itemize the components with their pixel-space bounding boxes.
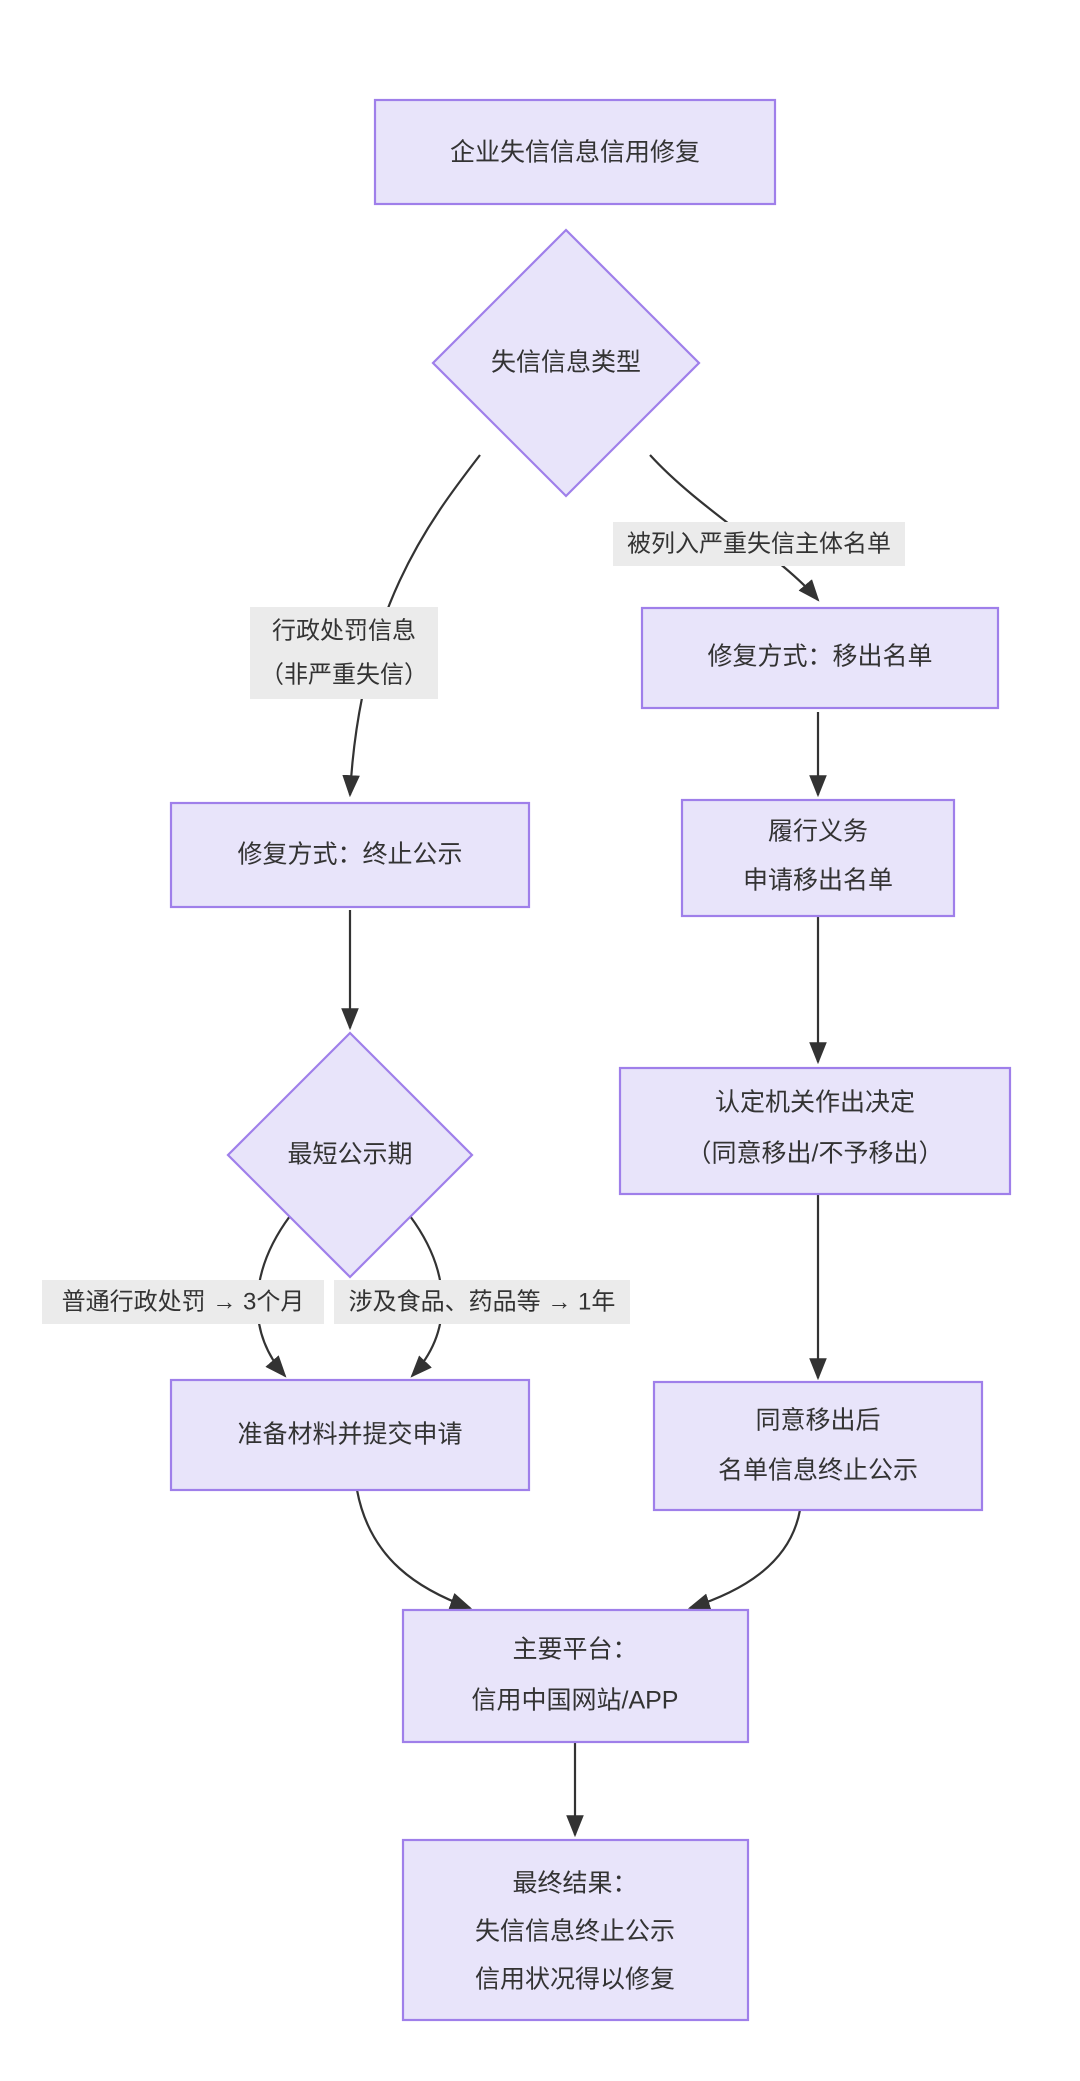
edge-label-normal-penalty: 普通行政处罚 → 3个月	[42, 1280, 324, 1324]
node-prepare-submit[interactable]: 准备材料并提交申请	[169, 1378, 531, 1492]
node-left-method-label-line-0: 修复方式：终止公示	[237, 841, 462, 869]
node-type-decision-label-line-0: 失信信息类型	[491, 349, 641, 377]
node-final-result-label-line-0: 最终结果：	[512, 1870, 637, 1898]
node-authority-decision-label-line-0: 认定机关作出决定	[715, 1089, 915, 1117]
node-right-method[interactable]: 修复方式：移出名单	[640, 606, 1000, 710]
node-authority-decision-shape	[618, 1066, 1012, 1196]
edge-label-admin-penalty-line-0: 行政处罚信息	[272, 617, 416, 644]
node-platform[interactable]: 主要平台： 信用中国网站/APP	[401, 1608, 750, 1744]
node-type-decision[interactable]: 失信信息类型	[431, 228, 701, 498]
node-final-result[interactable]: 最终结果： 失信信息终止公示 信用状况得以修复	[401, 1838, 750, 2022]
node-after-removal-label-line-0: 同意移出后	[755, 1407, 880, 1435]
edge-type-to-left-method	[342, 454, 481, 798]
edge-label-normal-penalty-bg	[42, 1280, 324, 1324]
node-right-duty[interactable]: 履行义务 申请移出名单	[680, 798, 956, 918]
edge-label-food-drug: 涉及食品、药品等 → 1年	[334, 1280, 630, 1324]
node-min-period-shape	[226, 1031, 474, 1279]
node-right-method-shape	[640, 606, 1000, 710]
node-right-method-label-line-0: 修复方式：移出名单	[707, 643, 932, 671]
node-type-decision-shape	[431, 228, 701, 498]
node-after-removal-label-line-1: 名单信息终止公示	[718, 1457, 918, 1485]
node-after-removal-shape	[652, 1380, 984, 1512]
node-prepare-submit-shape	[169, 1378, 531, 1492]
node-after-removal[interactable]: 同意移出后 名单信息终止公示	[652, 1380, 984, 1512]
node-right-duty-shape	[680, 798, 956, 918]
node-right-duty-label-line-1: 申请移出名单	[743, 867, 893, 895]
edge-label-severe-list-bg	[613, 522, 905, 566]
node-start-shape	[373, 98, 777, 206]
edge-label-severe-list: 被列入严重失信主体名单	[613, 522, 905, 566]
node-right-duty-label-line-0: 履行义务	[768, 818, 868, 846]
node-prepare-submit-label-line-0: 准备材料并提交申请	[237, 1421, 462, 1449]
edge-label-admin-penalty: 行政处罚信息 （非严重失信）	[250, 607, 438, 699]
edge-prepare-to-platform	[355, 1489, 473, 1610]
node-authority-decision-label-line-1: （同意移出/不予移出）	[687, 1140, 944, 1168]
node-platform-shape	[401, 1608, 750, 1744]
edge-label-admin-penalty-bg	[250, 607, 438, 699]
node-start[interactable]: 企业失信信息信用修复	[373, 98, 777, 206]
edge-label-food-drug-text: 涉及食品、药品等 → 1年	[349, 1288, 616, 1315]
node-left-method-shape	[169, 801, 531, 909]
node-left-method[interactable]: 修复方式：终止公示	[169, 801, 531, 909]
edge-label-severe-list-text: 被列入严重失信主体名单	[627, 530, 891, 557]
edge-label-normal-penalty-text: 普通行政处罚 → 3个月	[62, 1288, 305, 1315]
node-platform-label-line-0: 主要平台：	[512, 1636, 637, 1664]
edge-layer	[256, 305, 827, 1838]
node-start-label-line-0: 企业失信信息信用修复	[450, 139, 700, 167]
node-min-period[interactable]: 最短公示期	[226, 1031, 474, 1279]
node-final-result-label-line-1: 失信信息终止公示	[475, 1918, 675, 1946]
edge-after-removal-to-platform	[687, 1509, 802, 1611]
node-platform-label-line-1: 信用中国网站/APP	[472, 1687, 679, 1715]
edge-label-food-drug-bg	[334, 1280, 630, 1324]
node-min-period-label-line-0: 最短公示期	[287, 1141, 412, 1169]
node-final-result-shape	[401, 1838, 750, 2022]
node-authority-decision[interactable]: 认定机关作出决定 （同意移出/不予移出）	[618, 1066, 1012, 1196]
node-final-result-label-line-2: 信用状况得以修复	[475, 1966, 675, 1994]
edge-label-admin-penalty-line-1: （非严重失信）	[260, 661, 428, 688]
